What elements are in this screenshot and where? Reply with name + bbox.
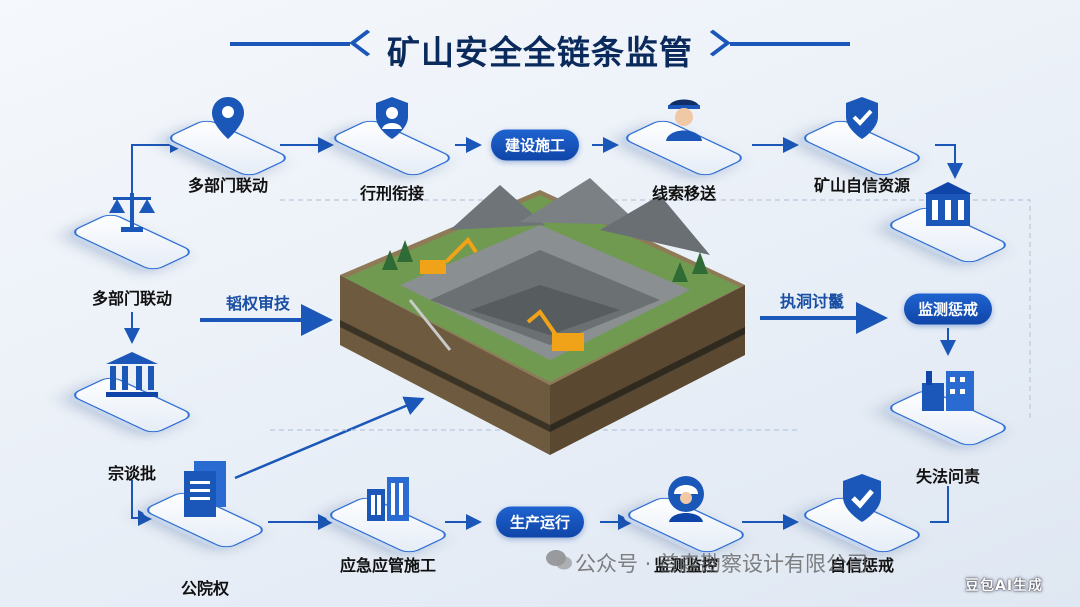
node-label-n11: 失法问责 — [915, 467, 981, 486]
officer-icon — [662, 93, 706, 143]
worker-icon — [661, 472, 711, 524]
edge-n5-n1 — [131, 137, 186, 198]
pill-construction: 建设施工 — [490, 129, 580, 161]
wechat-icon — [545, 548, 573, 576]
node-label-n4: 矿山自信资源 — [813, 176, 911, 195]
node-label-n5: 多部门联动 — [91, 289, 173, 308]
edge-n10-n11 — [930, 486, 949, 523]
shield-check-icon — [842, 95, 882, 141]
ai-generated-badge: 豆包AI生成 — [965, 578, 1044, 594]
node-label-n9: 监测监控 — [653, 556, 719, 575]
node-label-n10: 自信惩戒 — [829, 556, 895, 575]
edge-label-left: 韬权审技 — [225, 294, 291, 313]
page-title: 矿山安全全链条监管 — [387, 33, 693, 72]
pill-monitoring: 监测惩戒 — [903, 293, 993, 325]
guide-line-top — [280, 199, 1031, 420]
node-label-n8: 应急应管施工 — [339, 556, 437, 575]
node-label-n2: 行刑衔接 — [359, 184, 425, 203]
building-icon — [363, 473, 413, 523]
scales-icon — [105, 189, 159, 235]
government-building-icon — [920, 180, 976, 230]
excavator-upper — [420, 236, 478, 274]
mine-3d-block — [340, 178, 745, 455]
edge-n6-n7 — [131, 480, 154, 526]
courthouse-icon — [102, 350, 162, 400]
edge-n4-n12 — [935, 144, 963, 179]
node-label-n6: 宗谈批 — [107, 464, 157, 483]
title-decoration-left — [230, 42, 350, 46]
edge-label-right: 执洞讨鬣 — [779, 292, 845, 311]
pill-production: 生产运行 — [495, 506, 585, 538]
node-label-n3: 线索移送 — [651, 184, 717, 203]
title-bar: 矿山安全全链条监管 — [0, 18, 1080, 72]
edge-n7-mine — [234, 396, 425, 480]
factory-icon — [918, 365, 978, 415]
excavator-lower — [526, 309, 584, 351]
location-pin-icon — [210, 95, 246, 141]
node-label-n1: 多部门联动 — [187, 176, 269, 195]
shield-person-icon — [372, 95, 412, 141]
trees — [382, 240, 708, 282]
documents-icon — [180, 459, 230, 521]
shield-check-icon — [839, 472, 885, 524]
title-decoration-right — [730, 42, 850, 46]
watermark-text: 公众号 · 首森勘察设计有限公司 — [575, 552, 869, 576]
node-label-n7: 公院权 — [180, 579, 230, 598]
